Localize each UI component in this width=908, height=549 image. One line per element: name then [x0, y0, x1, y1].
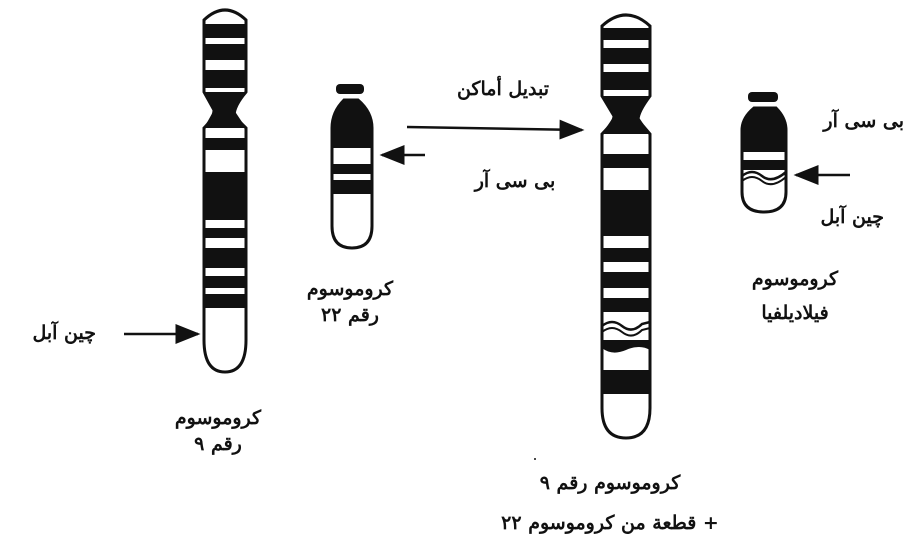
- chr9-caption-line1: كروموسوم: [158, 405, 278, 431]
- speck: [534, 458, 536, 460]
- chr22-bcr-label: بى سى آر: [460, 168, 570, 194]
- chr22-caption: كروموسوم رقم ٢٢: [290, 276, 410, 328]
- philadelphia-caption-line1: كروموسوم: [740, 266, 850, 292]
- chr22-caption-line2: رقم ٢٢: [290, 302, 410, 328]
- philadelphia-caption: كروموسوم فيلاديلفيا: [740, 266, 850, 326]
- philadelphia-bcr-label: بى سى آر: [823, 108, 904, 134]
- chromosome-9: [204, 10, 246, 372]
- translocation-arrow: [407, 127, 582, 130]
- chr9-abl-gene-label: چين آبل: [32, 320, 96, 346]
- chr9-caption-line2: رقم ٩: [158, 431, 278, 457]
- chr22-caption-line1: كروموسوم: [290, 276, 410, 302]
- derivative-chromosome-9: [602, 15, 650, 438]
- derivative9-caption-line2: + قطعة من كروموسوم ٢٢: [490, 510, 730, 536]
- derivative9-caption: كروموسوم رقم ٩ + قطعة من كروموسوم ٢٢: [490, 470, 730, 536]
- philadelphia-caption-line2: فيلاديلفيا: [740, 300, 850, 326]
- chr9-caption: كروموسوم رقم ٩: [158, 405, 278, 457]
- philadelphia-abl-label: چين آبل: [820, 204, 884, 230]
- translocation-label: تبديل أماكن: [433, 76, 573, 102]
- derivative9-caption-line1: كروموسوم رقم ٩: [490, 470, 730, 496]
- chromosome-22: [332, 84, 372, 248]
- philadelphia-chromosome: [742, 92, 786, 212]
